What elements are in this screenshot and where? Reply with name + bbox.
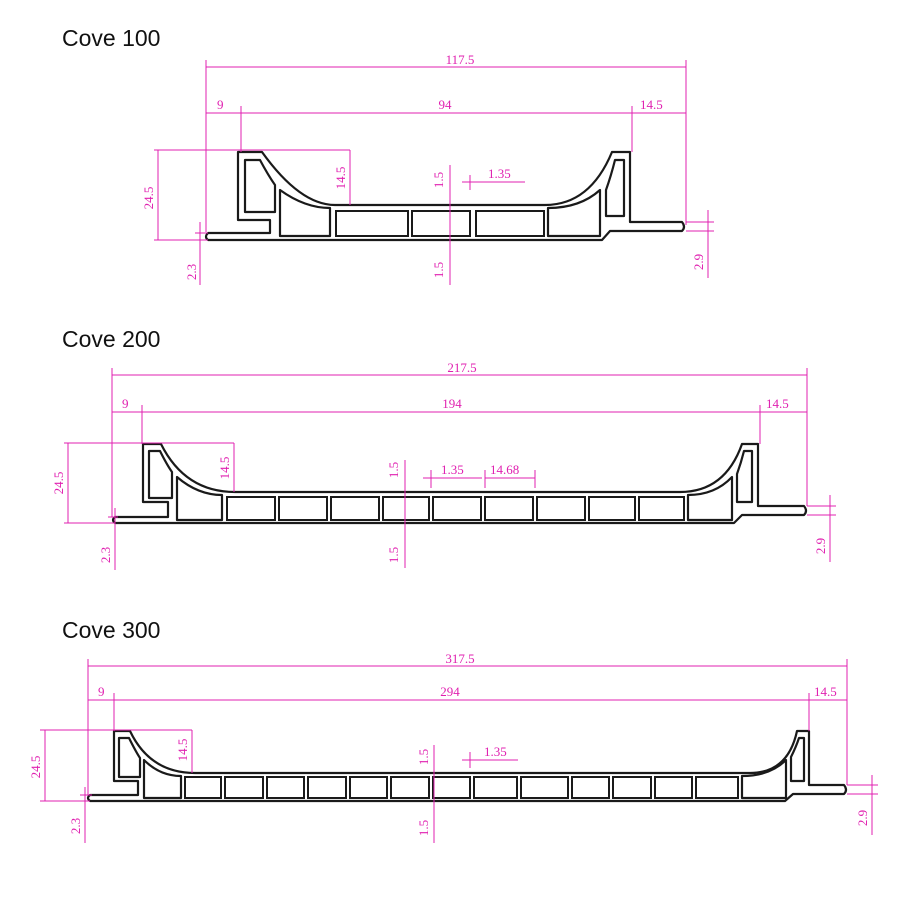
cove-100-title: Cove 100 — [62, 25, 160, 51]
cove-200-cell — [432, 496, 482, 521]
cove-200-dimension-lines — [64, 368, 836, 570]
cove-100-dim-web-top: 1.5 — [431, 172, 446, 188]
cove-200-group: Cove 200 — [51, 326, 836, 570]
cove-100-dim-left: 9 — [217, 97, 224, 112]
cove-300-cell — [612, 776, 652, 799]
cove-300-cell — [571, 776, 610, 799]
cove-200-left-cove-cell — [175, 475, 224, 522]
cove-200-cell — [278, 496, 328, 521]
cove-100-left-cove-cell — [278, 188, 332, 238]
cove-200-cell — [588, 496, 636, 521]
cove-200-dim-base-left: 2.3 — [98, 547, 113, 563]
cove-300-cell — [266, 776, 305, 799]
cove-200-left-pocket — [147, 449, 174, 500]
cove-200-dim-web-top: 1.5 — [386, 462, 401, 478]
cove-200-dim-middle: 194 — [442, 396, 462, 411]
cove-100-dim-web-bottom: 1.5 — [431, 262, 446, 278]
cove-200-dim-web-bottom: 1.5 — [386, 547, 401, 563]
cove-300-cell — [349, 776, 388, 799]
cove-300-cell — [224, 776, 264, 799]
cove-200-right-pocket — [735, 449, 754, 504]
cove-100-dim-overall: 117.5 — [446, 52, 475, 67]
cove-300-group: Cove 300 — [28, 617, 878, 843]
cove-200-cell — [330, 496, 380, 521]
cove-300-dim-right: 14.5 — [814, 684, 837, 699]
cove-200-dim-cove-height: 14.5 — [217, 457, 232, 480]
cove-300-dim-height: 24.5 — [28, 756, 43, 779]
cove-100-dim-right: 14.5 — [640, 97, 663, 112]
cove-100-dim-base-right: 2.9 — [691, 254, 706, 270]
cove-300-right-pocket — [789, 736, 806, 783]
cove-200-cell — [226, 496, 276, 521]
cove-200-dim-right: 14.5 — [766, 396, 789, 411]
cove-100-cell — [475, 210, 545, 237]
cove-300-title: Cove 300 — [62, 617, 160, 643]
cove-300-dim-web-top: 1.5 — [416, 749, 431, 765]
cove-300-cell — [654, 776, 693, 799]
cove-100-left-pocket — [243, 158, 277, 214]
cove-200-dim-left: 9 — [122, 396, 129, 411]
cove-200-dim-height: 24.5 — [51, 472, 66, 495]
cove-300-cell — [432, 776, 471, 799]
cove-300-cell — [307, 776, 347, 799]
cove-300-cell — [184, 776, 222, 799]
cove-300-dim-base-left: 2.3 — [68, 818, 83, 834]
cove-100-dim-cove-height: 14.5 — [333, 167, 348, 190]
cove-100-cell — [411, 210, 471, 237]
cove-300-cell — [473, 776, 518, 799]
cove-200-cells — [226, 496, 685, 521]
cove-300-right-cove-cell — [740, 758, 788, 800]
cove-100-right-pocket — [604, 158, 626, 218]
cove-300-left-pocket — [117, 736, 142, 779]
cove-200-dim-cell-width: 14.68 — [490, 462, 519, 477]
cove-100-dimension-lines — [154, 60, 714, 285]
cove-300-dim-middle: 294 — [440, 684, 460, 699]
cove-200-cell — [536, 496, 586, 521]
cove-100-group: Cove 100 — [62, 25, 714, 285]
cove-100-cells — [335, 210, 545, 237]
cove-300-dim-web-bottom: 1.5 — [416, 820, 431, 836]
cove-200-dim-base-right: 2.9 — [813, 538, 828, 554]
cove-300-dim-overall: 317.5 — [445, 651, 474, 666]
cove-200-right-cove-cell — [686, 475, 734, 522]
cove-200-cell — [484, 496, 534, 521]
cove-300-dim-left: 9 — [98, 684, 105, 699]
cove-100-dim-base-left: 2.3 — [184, 264, 199, 280]
cove-300-cells — [184, 776, 739, 799]
cove-200-cell — [638, 496, 685, 521]
cove-300-dim-cove-height: 14.5 — [175, 739, 190, 762]
cove-100-dim-web-gap: 1.35 — [488, 166, 511, 181]
cove-100-dim-height: 24.5 — [141, 187, 156, 210]
cove-300-cell — [520, 776, 569, 799]
cove-100-cell — [335, 210, 409, 237]
cove-200-dim-overall: 217.5 — [447, 360, 476, 375]
cove-200-cell — [382, 496, 430, 521]
cove-300-dim-base-right: 2.9 — [855, 810, 870, 826]
cove-200-title: Cove 200 — [62, 326, 160, 352]
cove-100-dim-middle: 94 — [439, 97, 453, 112]
cove-200-dim-web-gap: 1.35 — [441, 462, 464, 477]
cove-300-cell — [695, 776, 739, 799]
cove-300-dim-web-gap: 1.35 — [484, 744, 507, 759]
cove-300-dimension-lines — [40, 659, 878, 843]
cove-300-cell — [390, 776, 430, 799]
cove-100-right-cove-cell — [546, 188, 602, 238]
cove-300-left-cove-cell — [142, 758, 183, 800]
